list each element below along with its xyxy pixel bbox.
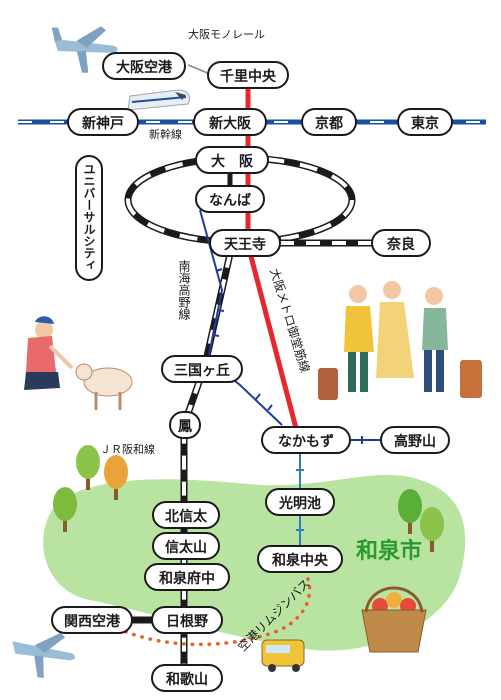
station-wakayama[interactable]: 和歌山 <box>151 664 223 692</box>
station-itami[interactable]: 大阪空港 <box>102 52 186 80</box>
station-kansai-airport[interactable]: 関西空港 <box>51 606 133 634</box>
svg-text:三国ヶ丘: 三国ヶ丘 <box>174 363 230 379</box>
svg-text:新神戸: 新神戸 <box>82 115 124 132</box>
svg-text:京都: 京都 <box>315 115 343 132</box>
svg-text:北信太: 北信太 <box>165 508 208 525</box>
airport-limousine-bus-route <box>108 570 312 647</box>
station-nakamozu[interactable]: なかもず <box>261 426 351 454</box>
station-izumi-chuo[interactable]: 和泉中央 <box>257 545 343 573</box>
station-tokyo[interactable]: 東京 <box>397 108 453 136</box>
station-tennoji[interactable]: 天王寺 <box>209 229 281 257</box>
fruit-basket-icon <box>361 586 427 653</box>
station-kyoto[interactable]: 京都 <box>301 108 357 136</box>
station-otori[interactable]: 鳳 <box>169 411 201 439</box>
svg-text:千里中央: 千里中央 <box>220 68 277 85</box>
svg-text:東京: 東京 <box>411 115 439 132</box>
station-namba[interactable]: なんば <box>195 185 265 213</box>
svg-text:関西空港: 関西空港 <box>64 613 121 630</box>
station-kitashinoda[interactable]: 北信太 <box>152 501 220 529</box>
station-shinodayama[interactable]: 信太山 <box>152 532 220 560</box>
svg-text:ユニバーサルシティ: ユニバーサルシティ <box>82 163 96 271</box>
nankai-koya-label: 南海高野線 <box>177 259 191 320</box>
izumi-city-label: 和泉市 <box>356 538 422 564</box>
svg-text:鳳: 鳳 <box>178 419 192 435</box>
shinkansen-train-icon <box>127 89 191 111</box>
svg-text:新大阪: 新大阪 <box>209 115 252 132</box>
station-shin-kobe[interactable]: 新神戸 <box>67 108 139 136</box>
svg-text:和歌山: 和歌山 <box>166 671 208 688</box>
svg-text:日根野: 日根野 <box>166 613 208 630</box>
station-mikunigaoka[interactable]: 三国ヶ丘 <box>161 355 243 383</box>
svg-text:和泉中央: 和泉中央 <box>272 552 329 569</box>
midosuji-label: 大阪メトロ御堂筋線 <box>267 266 313 374</box>
svg-text:高野山: 高野山 <box>394 433 436 450</box>
svg-text:光明池: 光明池 <box>278 495 321 512</box>
station-osaka[interactable]: 大 阪 <box>195 146 269 174</box>
goat-petting-icon <box>24 316 133 410</box>
travelers-icon <box>318 281 482 400</box>
station-izumi-fuchu[interactable]: 和泉府中 <box>144 563 230 591</box>
svg-text:和泉府中: 和泉府中 <box>159 570 215 587</box>
station-shin-osaka[interactable]: 新大阪 <box>193 108 267 136</box>
svg-text:奈良: 奈良 <box>386 236 415 253</box>
svg-text:大 阪: 大 阪 <box>211 153 254 170</box>
izumi-green-area <box>43 474 466 651</box>
station-senri-chuo[interactable]: 千里中央 <box>207 61 289 89</box>
station-koyasan[interactable]: 高野山 <box>380 426 450 454</box>
airplane-icon <box>51 26 118 73</box>
shinkansen-label: 新幹線 <box>149 127 182 141</box>
station-nara[interactable]: 奈良 <box>371 229 431 257</box>
station-komyoike[interactable]: 光明池 <box>265 488 335 516</box>
station-hineno[interactable]: 日根野 <box>151 606 223 634</box>
svg-text:大阪空港: 大阪空港 <box>116 59 173 76</box>
svg-text:信太山: 信太山 <box>165 539 207 556</box>
svg-text:なんば: なんば <box>209 193 251 209</box>
jr-hanwa-label: ＪＲ阪和線 <box>100 442 155 456</box>
svg-text:天王寺: 天王寺 <box>224 237 266 253</box>
bus-icon <box>261 639 305 672</box>
svg-text:なかもず: なかもず <box>278 433 334 450</box>
station-universal-city[interactable]: ユニバーサルシティ <box>75 155 103 281</box>
monorail-label: 大阪モノレール <box>188 27 265 41</box>
airplane-icon <box>12 632 76 679</box>
